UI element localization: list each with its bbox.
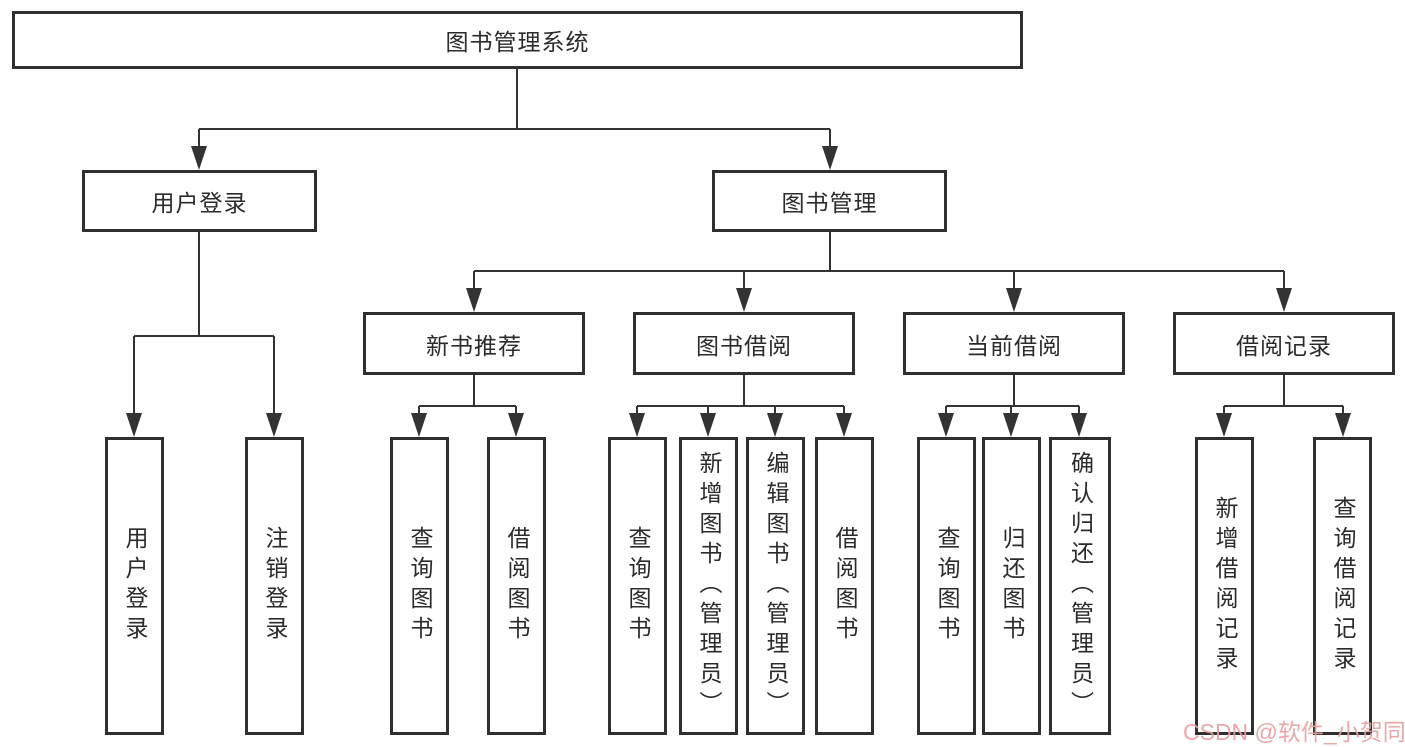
csdn-watermark: CSDN @软件_小贺同学 bbox=[1183, 719, 1405, 745]
arrow-down-icon bbox=[629, 413, 645, 437]
connector-line bbox=[474, 270, 1284, 272]
leaf-label: 编辑图书（管理员） bbox=[763, 451, 789, 721]
arrow-down-icon bbox=[736, 288, 752, 312]
arrow-down-icon bbox=[836, 413, 852, 437]
node-library-management-system: 图书管理系统 bbox=[12, 11, 1023, 69]
leaf-label: 确认归还（管理员） bbox=[1067, 451, 1094, 721]
leaf-confirm-return-admin: 确认归还（管理员） bbox=[1049, 437, 1111, 735]
connector-line bbox=[273, 336, 275, 431]
leaf-query-books-2: 查询图书 bbox=[608, 437, 667, 735]
node-borrowing-records: 借阅记录 bbox=[1173, 312, 1395, 375]
node-label: 用户登录 bbox=[151, 190, 248, 216]
leaf-borrow-books-2: 借阅图书 bbox=[815, 437, 874, 735]
arrow-down-icon bbox=[126, 413, 142, 437]
node-new-book-recommendation: 新书推荐 bbox=[363, 312, 585, 375]
arrow-down-icon bbox=[822, 146, 838, 170]
leaf-label: 注销登录 bbox=[262, 526, 288, 646]
node-label: 新书推荐 bbox=[426, 332, 522, 359]
leaf-label: 归还图书 bbox=[999, 526, 1025, 646]
leaf-add-borrow-record: 新增借阅记录 bbox=[1195, 437, 1254, 735]
arrow-down-icon bbox=[508, 413, 524, 437]
arrow-down-icon bbox=[191, 146, 207, 170]
leaf-return-books: 归还图书 bbox=[982, 437, 1041, 735]
arrow-down-icon bbox=[1216, 413, 1232, 437]
connector-line bbox=[133, 336, 135, 431]
connector-line bbox=[637, 405, 844, 407]
leaf-label: 新增图书（管理员） bbox=[696, 451, 722, 721]
arrow-down-icon bbox=[411, 413, 427, 437]
leaf-label: 借阅图书 bbox=[504, 526, 530, 646]
leaf-label: 查询图书 bbox=[625, 526, 651, 646]
node-label: 图书管理 bbox=[781, 190, 878, 216]
arrow-down-icon bbox=[266, 413, 282, 437]
leaf-label: 用户登录 bbox=[122, 526, 148, 646]
arrow-down-icon bbox=[767, 413, 783, 437]
leaf-add-books-admin: 新增图书（管理员） bbox=[679, 437, 738, 735]
arrow-down-icon bbox=[1003, 413, 1019, 437]
node-label: 借阅记录 bbox=[1236, 332, 1332, 359]
node-book-management: 图书管理 bbox=[712, 170, 947, 232]
leaf-label: 借阅图书 bbox=[832, 526, 858, 646]
arrow-down-icon bbox=[700, 413, 716, 437]
leaf-query-books-3: 查询图书 bbox=[917, 437, 976, 735]
connector-line bbox=[1224, 405, 1343, 407]
connector-line bbox=[134, 335, 274, 337]
leaf-query-books-1: 查询图书 bbox=[390, 437, 449, 735]
node-label: 当前借阅 bbox=[966, 332, 1062, 359]
node-label: 图书借阅 bbox=[696, 332, 792, 359]
connector-line bbox=[198, 232, 200, 336]
arrow-down-icon bbox=[1006, 288, 1022, 312]
connector-line bbox=[743, 375, 745, 406]
node-current-borrowing: 当前借阅 bbox=[903, 312, 1125, 375]
connector-line bbox=[473, 375, 475, 406]
connector-line bbox=[1283, 375, 1285, 406]
arrow-down-icon bbox=[1276, 288, 1292, 312]
connector-line bbox=[1013, 375, 1015, 406]
leaf-label: 新增借阅记录 bbox=[1212, 496, 1238, 676]
leaf-user-login: 用户登录 bbox=[105, 437, 164, 735]
arrow-down-icon bbox=[466, 288, 482, 312]
connector-line bbox=[829, 232, 831, 271]
connector-line bbox=[516, 69, 518, 129]
arrow-down-icon bbox=[938, 413, 954, 437]
arrow-down-icon bbox=[1335, 413, 1351, 437]
node-book-borrowing: 图书借阅 bbox=[633, 312, 855, 375]
connector-line bbox=[419, 405, 516, 407]
arrow-down-icon bbox=[1071, 413, 1087, 437]
leaf-label: 查询借阅记录 bbox=[1330, 496, 1356, 676]
leaf-label: 查询图书 bbox=[407, 526, 433, 646]
leaf-logout: 注销登录 bbox=[245, 437, 304, 735]
leaf-query-borrow-record: 查询借阅记录 bbox=[1313, 437, 1372, 735]
connector-line bbox=[946, 405, 1079, 407]
leaf-edit-books-admin: 编辑图书（管理员） bbox=[746, 437, 805, 735]
leaf-label: 查询图书 bbox=[934, 526, 960, 646]
connector-line bbox=[199, 128, 830, 130]
leaf-borrow-books-1: 借阅图书 bbox=[487, 437, 546, 735]
node-user-login: 用户登录 bbox=[82, 170, 317, 232]
node-label: 图书管理系统 bbox=[445, 29, 590, 55]
